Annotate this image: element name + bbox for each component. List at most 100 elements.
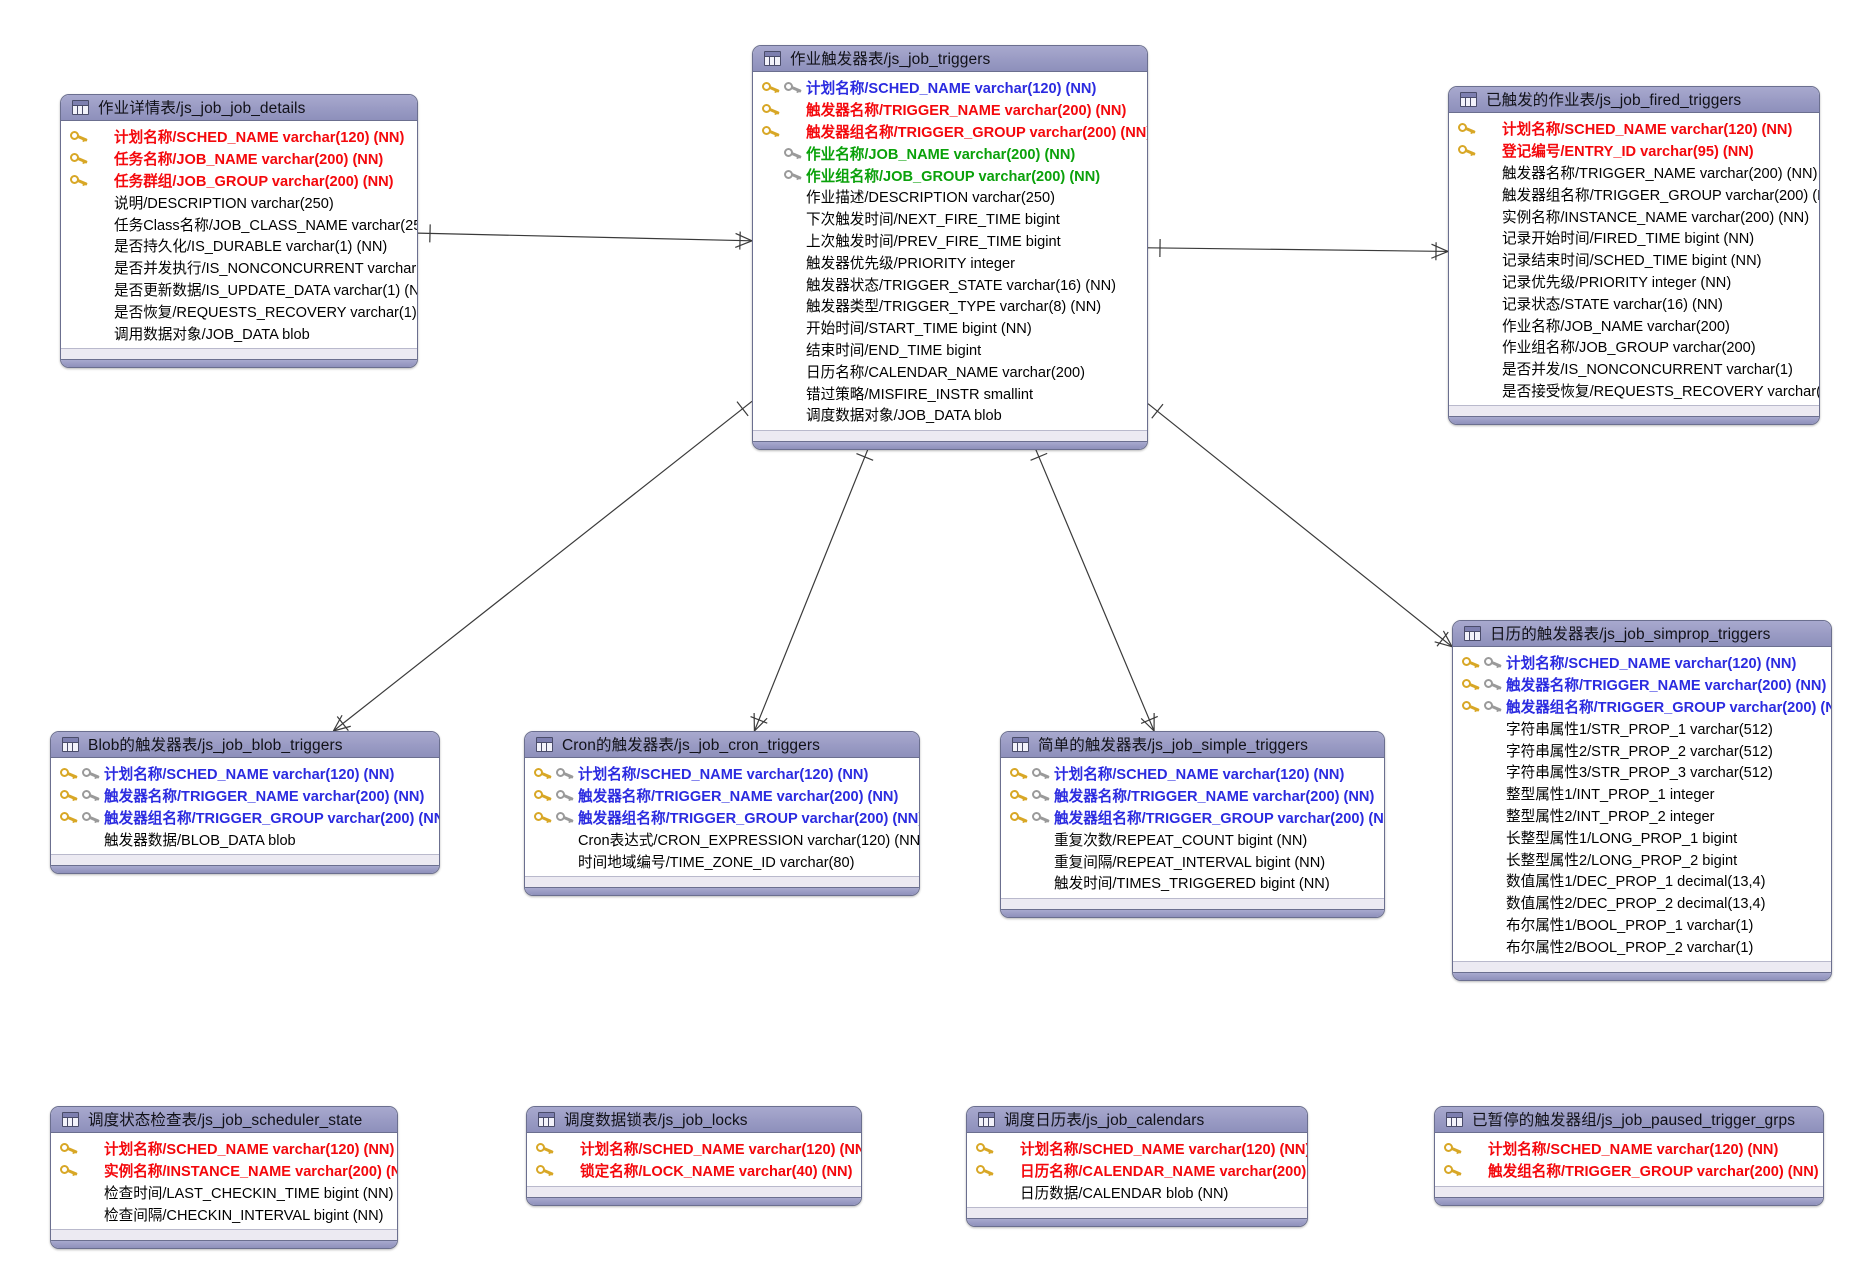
field-row[interactable]: 任务Class名称/JOB_CLASS_NAME varchar(250) (N… (61, 213, 417, 235)
entity-header-fired_triggers[interactable]: 已触发的作业表/js_job_fired_triggers (1449, 87, 1819, 113)
field-row[interactable]: 错过策略/MISFIRE_INSTR smallint (753, 382, 1147, 404)
field-row[interactable]: 触发器数据/BLOB_DATA blob (51, 828, 439, 850)
entity-job_details[interactable]: 作业详情表/js_job_job_details 计划名称/SCHED_NAME … (60, 94, 418, 368)
field-row[interactable]: 是否持久化/IS_DURABLE varchar(1) (NN) (61, 235, 417, 257)
entity-paused_trigger_grps[interactable]: 已暂停的触发器组/js_job_paused_trigger_grps 计划名称/… (1434, 1106, 1824, 1206)
field-row[interactable]: 字符串属性3/STR_PROP_3 varchar(512) (1453, 761, 1831, 783)
entity-calendars[interactable]: 调度日历表/js_job_calendars 计划名称/SCHED_NAME va… (966, 1106, 1308, 1228)
field-row[interactable]: 触发器组名称/TRIGGER_GROUP varchar(200) (NN) (51, 807, 439, 829)
entity-header-paused_trigger_grps[interactable]: 已暂停的触发器组/js_job_paused_trigger_grps (1435, 1107, 1823, 1133)
field-row[interactable]: 检查时间/LAST_CHECKIN_TIME bigint (NN) (51, 1182, 397, 1204)
field-row[interactable]: 数值属性2/DEC_PROP_2 decimal(13,4) (1453, 892, 1831, 914)
field-row[interactable]: 字符串属性2/STR_PROP_2 varchar(512) (1453, 739, 1831, 761)
field-row[interactable]: 调用数据对象/JOB_DATA blob (61, 322, 417, 344)
field-row[interactable]: 布尔属性1/BOOL_PROP_1 varchar(1) (1453, 914, 1831, 936)
field-row[interactable]: 计划名称/SCHED_NAME varchar(120) (NN) (1449, 118, 1819, 140)
field-row[interactable]: 布尔属性2/BOOL_PROP_2 varchar(1) (1453, 935, 1831, 957)
entity-header-triggers[interactable]: 作业触发器表/js_job_triggers (753, 46, 1147, 72)
field-row[interactable]: 作业名称/JOB_NAME varchar(200) (1449, 314, 1819, 336)
field-row[interactable]: 是否并发执行/IS_NONCONCURRENT varchar(1) (NN) (61, 257, 417, 279)
field-row[interactable]: 记录优先级/PRIORITY integer (NN) (1449, 271, 1819, 293)
entity-header-cron_triggers[interactable]: Cron的触发器表/js_job_cron_triggers (525, 732, 919, 758)
field-row[interactable]: 计划名称/SCHED_NAME varchar(120) (NN) (527, 1138, 861, 1160)
field-row[interactable]: 任务名称/JOB_NAME varchar(200) (NN) (61, 148, 417, 170)
entity-blob_triggers[interactable]: Blob的触发器表/js_job_blob_triggers 计划名称/SCHED… (50, 731, 440, 875)
field-row[interactable]: 任务群组/JOB_GROUP varchar(200) (NN) (61, 170, 417, 192)
field-row[interactable]: 触发器名称/TRIGGER_NAME varchar(200) (NN) (525, 785, 919, 807)
field-row[interactable]: 长整型属性1/LONG_PROP_1 bigint (1453, 826, 1831, 848)
field-row[interactable]: 触发时间/TIMES_TRIGGERED bigint (NN) (1001, 872, 1384, 894)
field-row[interactable]: 是否接受恢复/REQUESTS_RECOVERY varchar(1) (1449, 380, 1819, 402)
entity-simprop_triggers[interactable]: 日历的触发器表/js_job_simprop_triggers 计划名称/SCHE… (1452, 620, 1832, 982)
field-row[interactable]: 开始时间/START_TIME bigint (NN) (753, 317, 1147, 339)
field-row[interactable]: 数值属性1/DEC_PROP_1 decimal(13,4) (1453, 870, 1831, 892)
field-row[interactable]: 记录结束时间/SCHED_TIME bigint (NN) (1449, 249, 1819, 271)
field-row[interactable]: 字符串属性1/STR_PROP_1 varchar(512) (1453, 717, 1831, 739)
entity-fired_triggers[interactable]: 已触发的作业表/js_job_fired_triggers 计划名称/SCHED_… (1448, 86, 1820, 426)
field-row[interactable]: 记录开始时间/FIRED_TIME bigint (NN) (1449, 227, 1819, 249)
field-row[interactable]: 计划名称/SCHED_NAME varchar(120) (NN) (61, 126, 417, 148)
entity-triggers[interactable]: 作业触发器表/js_job_triggers 计划名称/SCHED_NAME va… (752, 45, 1148, 450)
field-row[interactable]: 作业描述/DESCRIPTION varchar(250) (753, 186, 1147, 208)
entity-header-blob_triggers[interactable]: Blob的触发器表/js_job_blob_triggers (51, 732, 439, 758)
entity-cron_triggers[interactable]: Cron的触发器表/js_job_cron_triggers 计划名称/SCHED… (524, 731, 920, 896)
field-row[interactable]: 下次触发时间/NEXT_FIRE_TIME bigint (753, 208, 1147, 230)
field-row[interactable]: 是否更新数据/IS_UPDATE_DATA varchar(1) (NN) (61, 279, 417, 301)
field-row[interactable]: 日历名称/CALENDAR_NAME varchar(200) (753, 360, 1147, 382)
field-row[interactable]: 结束时间/END_TIME bigint (753, 339, 1147, 361)
field-row[interactable]: 是否并发/IS_NONCONCURRENT varchar(1) (1449, 358, 1819, 380)
field-row[interactable]: 作业组名称/JOB_GROUP varchar(200) (1449, 336, 1819, 358)
field-row[interactable]: 触发器名称/TRIGGER_NAME varchar(200) (NN) (1001, 785, 1384, 807)
field-row[interactable]: 触发器优先级/PRIORITY integer (753, 251, 1147, 273)
field-row[interactable]: 整型属性2/INT_PROP_2 integer (1453, 805, 1831, 827)
field-row[interactable]: 触发组名称/TRIGGER_GROUP varchar(200) (NN) (1435, 1160, 1823, 1182)
entity-scheduler_state[interactable]: 调度状态检查表/js_job_scheduler_state 计划名称/SCHED… (50, 1106, 398, 1250)
field-row[interactable]: 实例名称/INSTANCE_NAME varchar(200) (NN) (1449, 205, 1819, 227)
field-row[interactable]: Cron表达式/CRON_EXPRESSION varchar(120) (NN… (525, 828, 919, 850)
field-row[interactable]: 日历名称/CALENDAR_NAME varchar(200) (NN) (967, 1160, 1307, 1182)
field-row[interactable]: 锁定名称/LOCK_NAME varchar(40) (NN) (527, 1160, 861, 1182)
field-row[interactable]: 重复间隔/REPEAT_INTERVAL bigint (NN) (1001, 850, 1384, 872)
entity-header-scheduler_state[interactable]: 调度状态检查表/js_job_scheduler_state (51, 1107, 397, 1133)
field-row[interactable]: 触发器名称/TRIGGER_NAME varchar(200) (NN) (1449, 162, 1819, 184)
field-row[interactable]: 检查间隔/CHECKIN_INTERVAL bigint (NN) (51, 1203, 397, 1225)
field-row[interactable]: 计划名称/SCHED_NAME varchar(120) (NN) (51, 1138, 397, 1160)
entity-header-calendars[interactable]: 调度日历表/js_job_calendars (967, 1107, 1307, 1133)
field-row[interactable]: 触发器状态/TRIGGER_STATE varchar(16) (NN) (753, 273, 1147, 295)
entity-header-locks[interactable]: 调度数据锁表/js_job_locks (527, 1107, 861, 1133)
field-row[interactable]: 计划名称/SCHED_NAME varchar(120) (NN) (51, 763, 439, 785)
field-row[interactable]: 登记编号/ENTRY_ID varchar(95) (NN) (1449, 140, 1819, 162)
field-row[interactable]: 触发器名称/TRIGGER_NAME varchar(200) (NN) (51, 785, 439, 807)
field-row[interactable]: 日历数据/CALENDAR blob (NN) (967, 1182, 1307, 1204)
field-row[interactable]: 说明/DESCRIPTION varchar(250) (61, 191, 417, 213)
entity-header-job_details[interactable]: 作业详情表/js_job_job_details (61, 95, 417, 121)
field-row[interactable]: 时间地域编号/TIME_ZONE_ID varchar(80) (525, 850, 919, 872)
field-row[interactable]: 计划名称/SCHED_NAME varchar(120) (NN) (967, 1138, 1307, 1160)
entity-header-simprop_triggers[interactable]: 日历的触发器表/js_job_simprop_triggers (1453, 621, 1831, 647)
field-row[interactable]: 作业名称/JOB_NAME varchar(200) (NN) (753, 142, 1147, 164)
field-row[interactable]: 触发器名称/TRIGGER_NAME varchar(200) (NN) (1453, 674, 1831, 696)
field-row[interactable]: 触发器组名称/TRIGGER_GROUP varchar(200) (NN) (1449, 183, 1819, 205)
field-row[interactable]: 长整型属性2/LONG_PROP_2 bigint (1453, 848, 1831, 870)
field-row[interactable]: 是否恢复/REQUESTS_RECOVERY varchar(1) (NN) (61, 300, 417, 322)
field-row[interactable]: 触发器组名称/TRIGGER_GROUP varchar(200) (NN) (1453, 696, 1831, 718)
field-row[interactable]: 重复次数/REPEAT_COUNT bigint (NN) (1001, 828, 1384, 850)
field-row[interactable]: 上次触发时间/PREV_FIRE_TIME bigint (753, 230, 1147, 252)
entity-locks[interactable]: 调度数据锁表/js_job_locks 计划名称/SCHED_NAME varch… (526, 1106, 862, 1206)
field-row[interactable]: 记录状态/STATE varchar(16) (NN) (1449, 292, 1819, 314)
field-row[interactable]: 触发器类型/TRIGGER_TYPE varchar(8) (NN) (753, 295, 1147, 317)
field-row[interactable]: 整型属性1/INT_PROP_1 integer (1453, 783, 1831, 805)
field-row[interactable]: 调度数据对象/JOB_DATA blob (753, 404, 1147, 426)
field-row[interactable]: 触发器组名称/TRIGGER_GROUP varchar(200) (NN) (525, 807, 919, 829)
field-row[interactable]: 计划名称/SCHED_NAME varchar(120) (NN) (1453, 652, 1831, 674)
field-row[interactable]: 计划名称/SCHED_NAME varchar(120) (NN) (525, 763, 919, 785)
field-row[interactable]: 作业组名称/JOB_GROUP varchar(200) (NN) (753, 164, 1147, 186)
field-row[interactable]: 触发器名称/TRIGGER_NAME varchar(200) (NN) (753, 99, 1147, 121)
field-row[interactable]: 实例名称/INSTANCE_NAME varchar(200) (NN) (51, 1160, 397, 1182)
field-row[interactable]: 触发器组名称/TRIGGER_GROUP varchar(200) (NN) (753, 121, 1147, 143)
field-row[interactable]: 计划名称/SCHED_NAME varchar(120) (NN) (1001, 763, 1384, 785)
entity-simple_triggers[interactable]: 简单的触发器表/js_job_simple_triggers 计划名称/SCHED… (1000, 731, 1385, 918)
field-row[interactable]: 计划名称/SCHED_NAME varchar(120) (NN) (753, 77, 1147, 99)
entity-header-simple_triggers[interactable]: 简单的触发器表/js_job_simple_triggers (1001, 732, 1384, 758)
field-row[interactable]: 计划名称/SCHED_NAME varchar(120) (NN) (1435, 1138, 1823, 1160)
